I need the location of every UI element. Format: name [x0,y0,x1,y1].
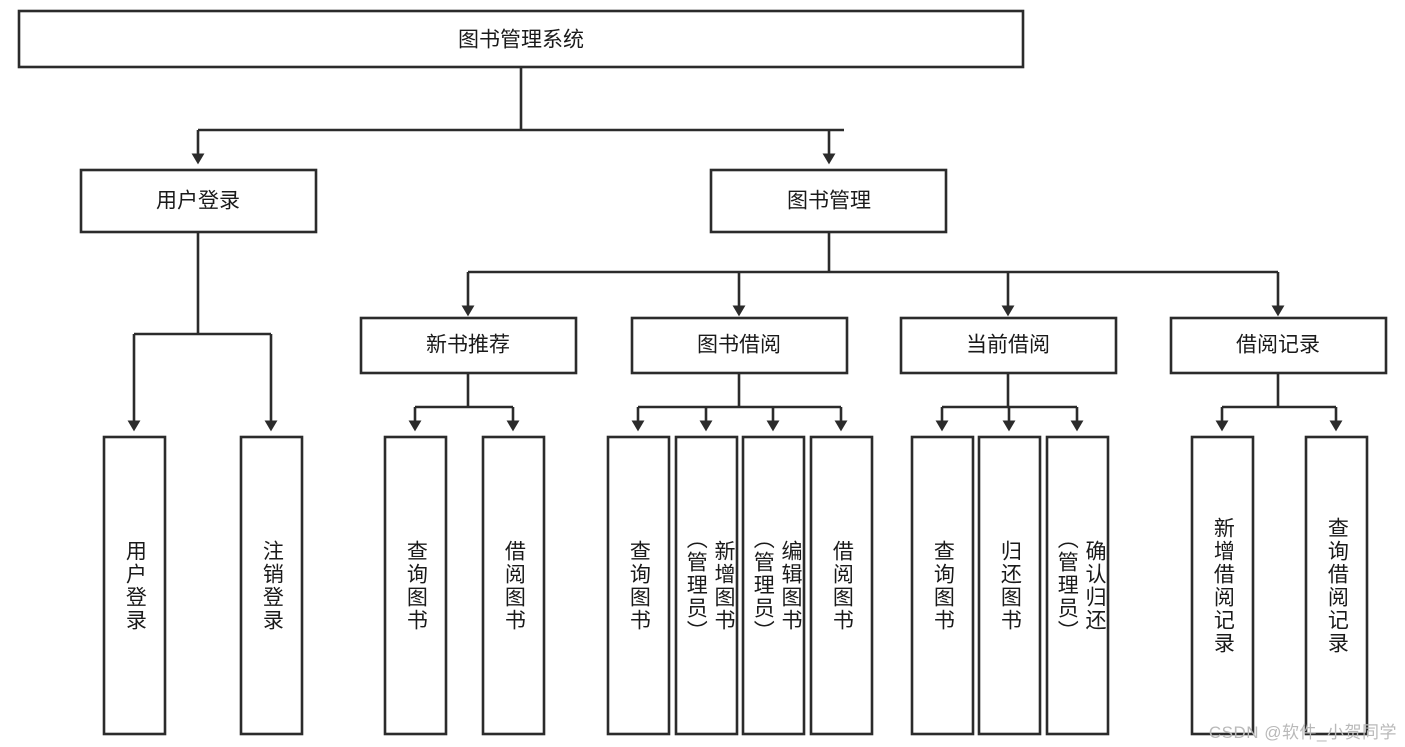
node-book-management-label: 图书管理 [787,190,871,213]
connector-newbook-to-leaves [408,373,520,432]
node-book-management[interactable]: 图书管理 [709,168,948,234]
node-book-borrow-label: 图书借阅 [697,334,781,357]
leaf-box-user-login[interactable] [102,435,167,736]
leaf-box-query-book-1[interactable] [383,435,448,736]
leaf-box-add-borrow-record[interactable] [1190,435,1255,736]
node-root-system[interactable]: 图书管理系统 [17,9,1025,69]
connector-userlogin-to-leaves [127,232,278,432]
leaf-box-return-book[interactable] [977,435,1042,736]
leaf-box-borrow-book-1[interactable] [481,435,546,736]
node-borrow-record-label: 借阅记录 [1236,334,1320,357]
leaf-box-query-book-2[interactable] [606,435,671,736]
node-borrow-record[interactable]: 借阅记录 [1169,316,1388,375]
node-current-borrow-label: 当前借阅 [966,334,1050,357]
connector-bookborrow-to-leaves [631,373,848,432]
node-book-borrow[interactable]: 图书借阅 [630,316,849,375]
leaf-box-query-borrow-record[interactable] [1304,435,1369,736]
node-current-borrow[interactable]: 当前借阅 [899,316,1118,375]
connector-bookmgmt-to-level3 [461,232,1285,317]
leaf-box-confirm-return-admin[interactable] [1045,435,1110,736]
connector-root-to-level2 [191,67,844,165]
connector-currentborrow-to-leaves [935,373,1084,432]
node-new-book-recommend[interactable]: 新书推荐 [359,316,578,375]
node-user-login-label: 用户登录 [156,190,240,213]
csdn-watermark: CSDN @软件_小贺同学 [1208,723,1397,742]
leaf-box-query-book-3[interactable] [910,435,975,736]
leaf-box-logout[interactable] [239,435,304,736]
leaf-box-edit-book-admin[interactable] [741,435,806,736]
node-root-label: 图书管理系统 [458,29,584,52]
leaf-box-add-book-admin[interactable] [674,435,739,736]
node-user-login[interactable]: 用户登录 [79,168,318,234]
leaf-box-borrow-book-2[interactable] [809,435,874,736]
node-new-book-recommend-label: 新书推荐 [426,334,510,357]
connector-borrowrecord-to-leaves [1215,373,1343,432]
